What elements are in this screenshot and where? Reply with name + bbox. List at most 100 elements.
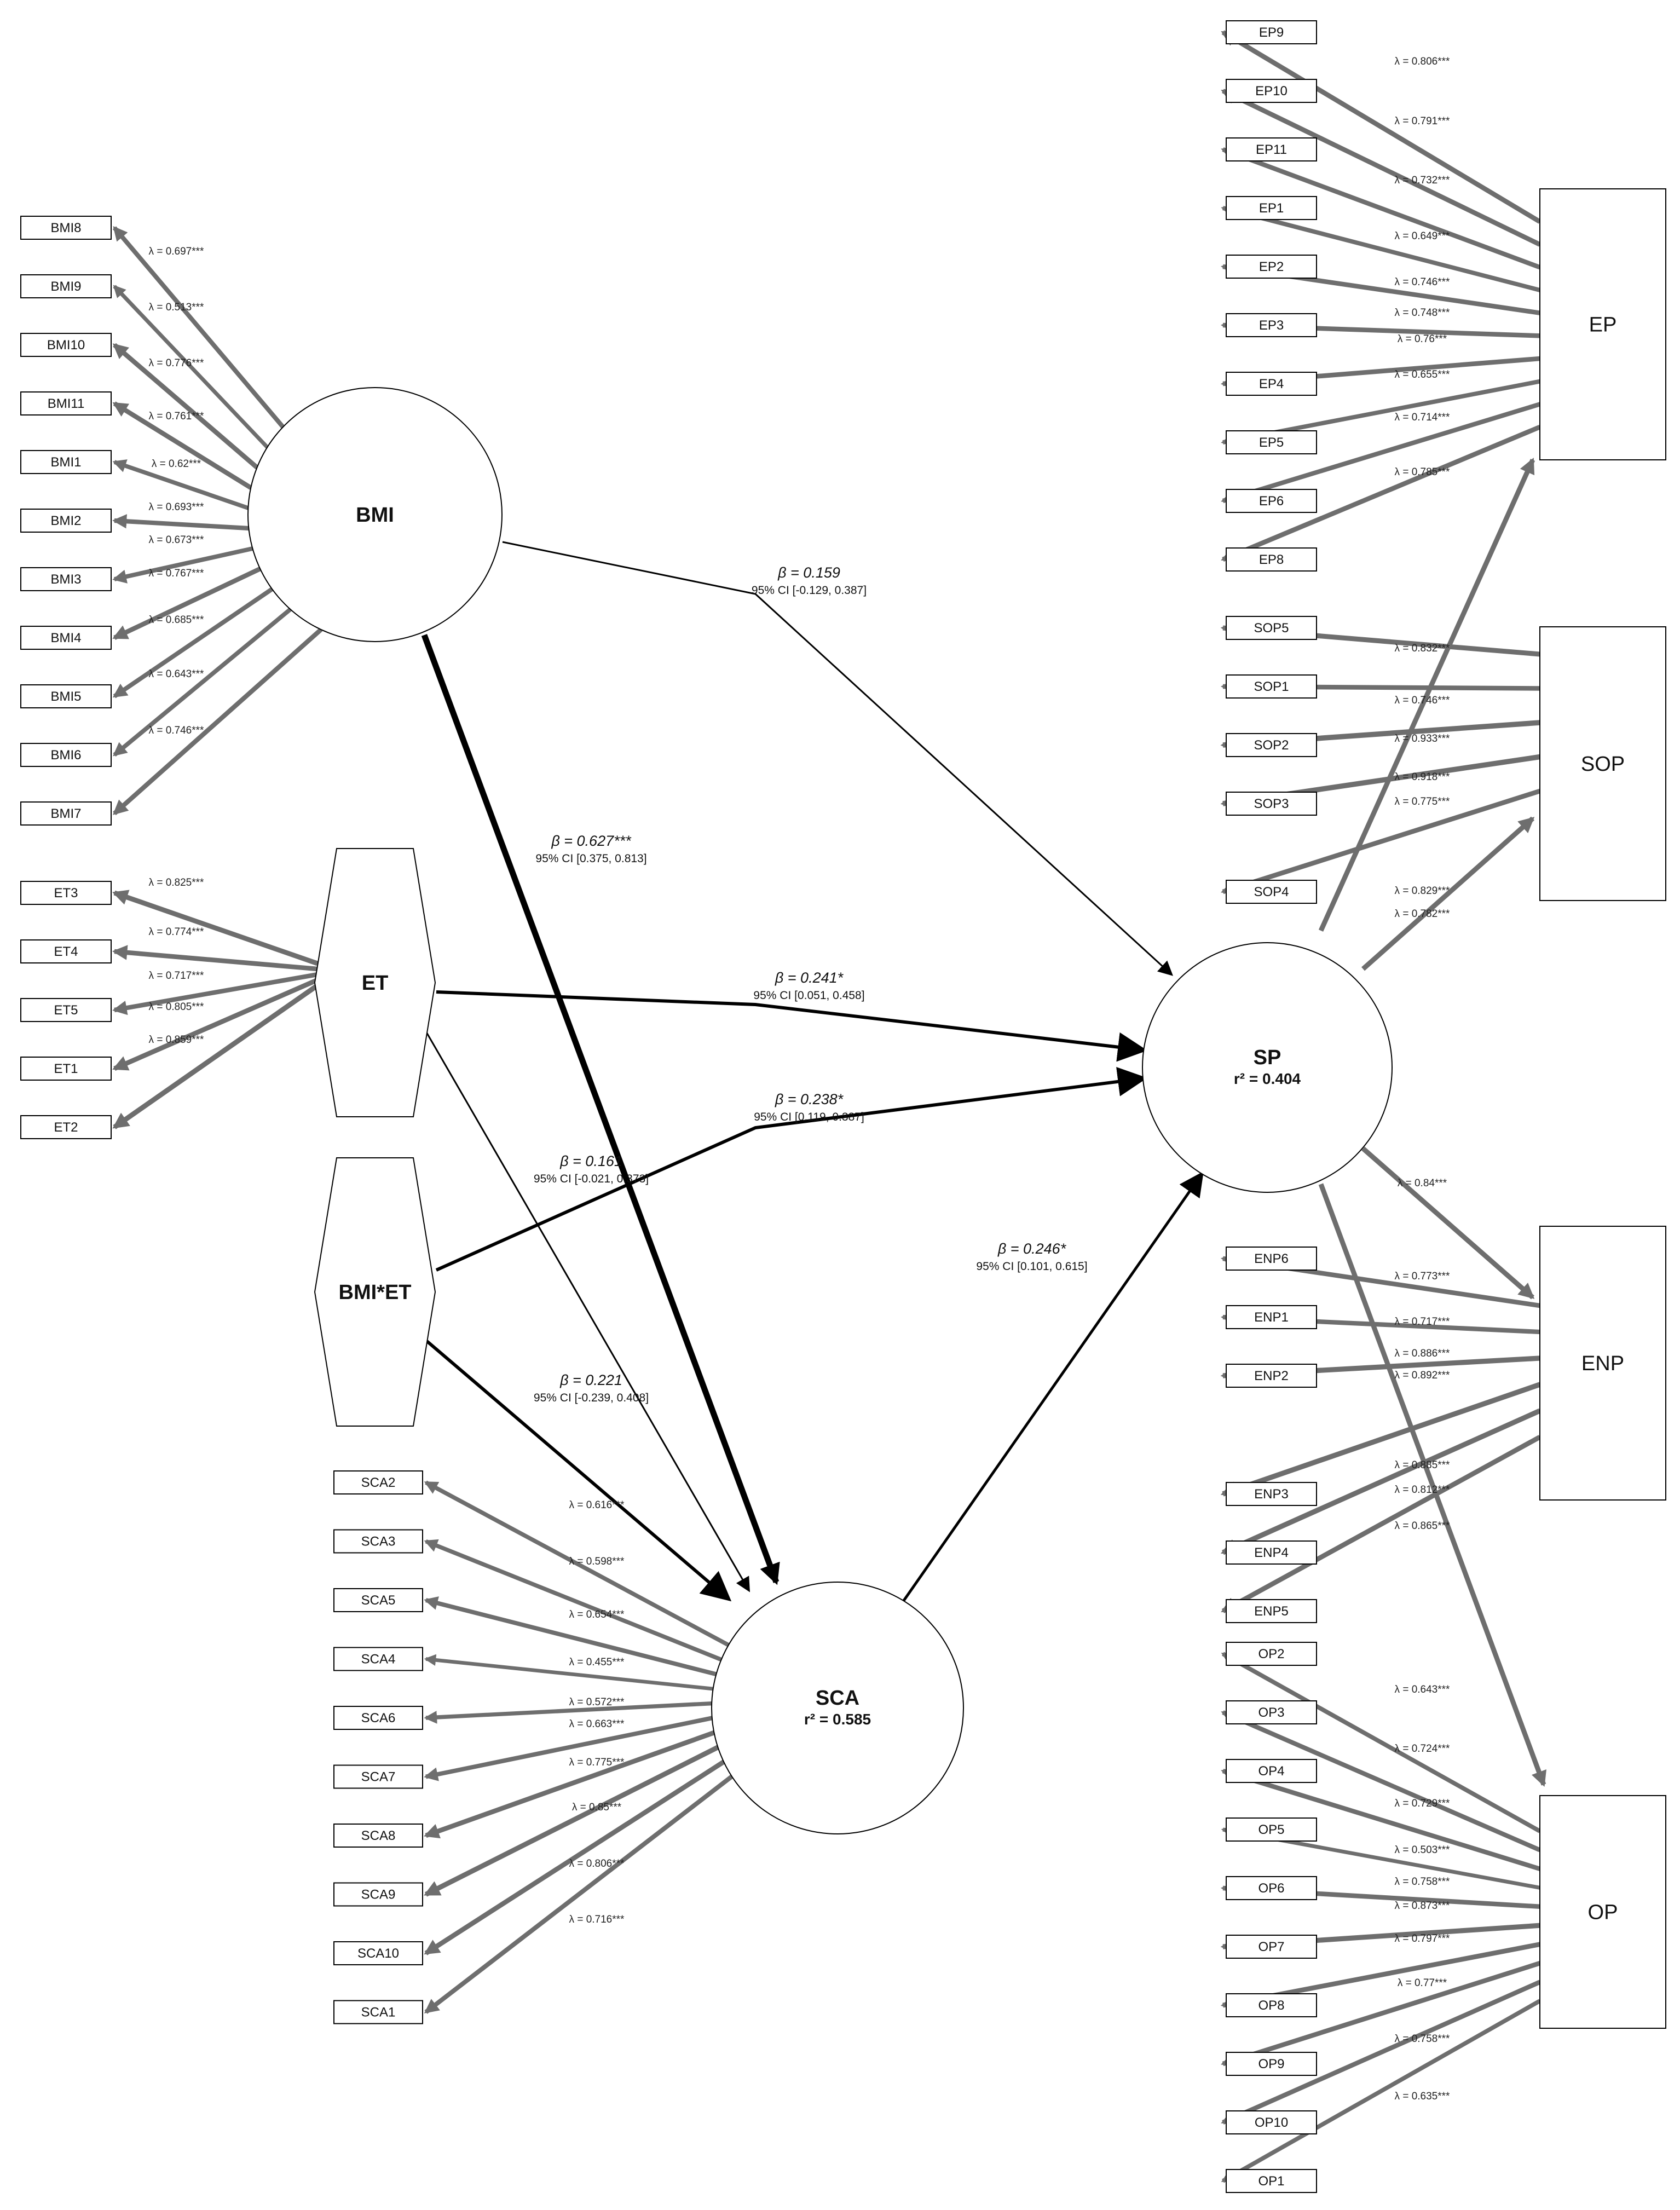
indicator-label-et1: ET1 bbox=[54, 1061, 78, 1076]
loading-arrow-enp5 bbox=[1221, 1435, 1542, 1613]
indicator-label-sop3: SOP3 bbox=[1254, 797, 1289, 811]
loading-label-bmi6: λ = 0.643*** bbox=[149, 668, 204, 680]
loading-label-enp1: λ = 0.717*** bbox=[1395, 1316, 1450, 1328]
construct-ep-label: EP bbox=[1589, 314, 1617, 337]
loading-label-sca9: λ = 0.85*** bbox=[572, 1802, 622, 1813]
loading-label-ep1: λ = 0.649*** bbox=[1395, 230, 1450, 242]
indicator-label-op6: OP6 bbox=[1258, 1881, 1284, 1896]
indicator-label-op1: OP1 bbox=[1258, 2174, 1284, 2189]
indicator-box-sop3 bbox=[1226, 792, 1317, 816]
construct-sca-r2: r² = 0.585 bbox=[804, 1711, 871, 1728]
indicator-box-bmi9 bbox=[20, 274, 112, 298]
loading-arrow-sop4 bbox=[1221, 788, 1541, 896]
node-layer bbox=[20, 20, 1666, 2193]
indicator-label-ep8: EP8 bbox=[1259, 552, 1284, 567]
indicator-box-op10 bbox=[1226, 2110, 1317, 2134]
indicator-box-enp6 bbox=[1226, 1247, 1317, 1271]
path-arrow-et-sp bbox=[436, 990, 1148, 1062]
loading-label-sop5: λ = 0.832*** bbox=[1395, 643, 1450, 654]
indicator-box-bmi8 bbox=[20, 216, 112, 240]
loading-arrow-bmi11 bbox=[112, 401, 252, 490]
loading-arrow-bmi10 bbox=[112, 343, 259, 470]
path-ci-bmi-sp: 95% CI [-0.129, 0.387] bbox=[752, 584, 867, 597]
loading-label-sca4: λ = 0.455*** bbox=[569, 1657, 625, 1668]
indicator-box-bmi5 bbox=[20, 684, 112, 708]
path-beta-et-sca: β = 0.161 bbox=[559, 1153, 622, 1169]
loading-label-sca8: λ = 0.775*** bbox=[569, 1757, 625, 1768]
loading-label-sca2: λ = 0.616*** bbox=[569, 1499, 625, 1511]
indicator-label-enp5: ENP5 bbox=[1254, 1604, 1289, 1619]
indicator-label-sca1: SCA1 bbox=[361, 2005, 396, 2020]
indicator-box-bmi7 bbox=[20, 801, 112, 826]
indicator-label-enp4: ENP4 bbox=[1254, 1545, 1289, 1560]
second-order-arrow-ep bbox=[1318, 458, 1535, 932]
construct-op-label: OP bbox=[1588, 1901, 1618, 1924]
path-arrow-bmi-sca bbox=[421, 634, 780, 1585]
loading-label-op2: λ = 0.643*** bbox=[1395, 1684, 1450, 1695]
indicator-label-bmi4: BMI4 bbox=[50, 631, 81, 645]
indicator-label-ep1: EP1 bbox=[1259, 201, 1284, 216]
indicator-label-op4: OP4 bbox=[1258, 1764, 1284, 1779]
loading-label-sop1: λ = 0.746*** bbox=[1395, 695, 1450, 706]
indicator-box-op1 bbox=[1226, 2169, 1317, 2193]
indicator-label-bmi7: BMI7 bbox=[50, 806, 81, 821]
loading-arrow-bmi8 bbox=[112, 226, 285, 429]
path-beta-bmiet-sca: β = 0.221 bbox=[559, 1372, 622, 1388]
indicator-label-bmi8: BMI8 bbox=[50, 221, 81, 235]
construct-sca-label: SCA bbox=[816, 1687, 859, 1710]
indicator-box-sca7 bbox=[333, 1764, 423, 1789]
loading-arrow-op4 bbox=[1221, 1767, 1541, 1871]
indicator-box-sop2 bbox=[1226, 733, 1317, 757]
indicator-label-enp1: ENP1 bbox=[1254, 1310, 1289, 1325]
indicator-label-ep2: EP2 bbox=[1259, 259, 1284, 274]
loading-label-ep4: λ = 0.76*** bbox=[1398, 333, 1447, 345]
loading-label-ep2: λ = 0.746*** bbox=[1395, 276, 1450, 288]
indicator-box-enp4 bbox=[1226, 1540, 1317, 1565]
indicator-label-sca4: SCA4 bbox=[361, 1652, 396, 1667]
loading-label-op5: λ = 0.503*** bbox=[1395, 1844, 1450, 1856]
loading-label-bmi2: λ = 0.693*** bbox=[149, 501, 204, 513]
loading-label-bmi3: λ = 0.673*** bbox=[149, 534, 204, 546]
loading-arrow-op10 bbox=[1221, 1980, 1541, 2125]
indicator-label-sca5: SCA5 bbox=[361, 1593, 396, 1608]
loading-arrow-op1 bbox=[1221, 1999, 1541, 2183]
loading-label-op7: λ = 0.873*** bbox=[1395, 1900, 1450, 1912]
indicator-label-bmi5: BMI5 bbox=[50, 689, 81, 704]
indicator-label-op2: OP2 bbox=[1258, 1647, 1284, 1661]
indicator-label-sca6: SCA6 bbox=[361, 1711, 396, 1726]
path-ci-bmi-sca: 95% CI [0.375, 0.813] bbox=[535, 852, 646, 865]
loading-arrow-bmi6 bbox=[113, 607, 292, 757]
indicator-box-et1 bbox=[20, 1057, 112, 1081]
indicator-label-ep11: EP11 bbox=[1256, 142, 1287, 157]
loading-label-op3: λ = 0.724*** bbox=[1395, 1743, 1450, 1755]
indicator-box-sop1 bbox=[1226, 674, 1317, 699]
loading-arrow-ep1 bbox=[1221, 204, 1540, 292]
path-beta-bmi-sp: β = 0.159 bbox=[777, 564, 840, 581]
loading-label-ep8: λ = 0.785*** bbox=[1395, 466, 1450, 478]
loading-label-ep9: λ = 0.806*** bbox=[1395, 56, 1450, 67]
loading-label-bmi9: λ = 0.513*** bbox=[149, 302, 204, 313]
indicator-label-ep5: EP5 bbox=[1259, 435, 1284, 450]
indicator-box-sca8 bbox=[333, 1824, 423, 1848]
indicator-label-bmi6: BMI6 bbox=[50, 748, 81, 763]
indicator-box-et3 bbox=[20, 881, 112, 905]
loading-label-enp3: λ = 0.892*** bbox=[1395, 1370, 1450, 1381]
indicator-box-ep9 bbox=[1226, 20, 1317, 44]
loading-arrow-op3 bbox=[1221, 1710, 1541, 1853]
indicator-label-enp2: ENP2 bbox=[1254, 1369, 1289, 1383]
indicator-label-bmi9: BMI9 bbox=[50, 279, 81, 294]
loading-label-bmi1: λ = 0.62*** bbox=[152, 458, 201, 470]
indicator-label-et4: ET4 bbox=[54, 944, 78, 959]
indicator-box-op9 bbox=[1226, 2052, 1317, 2076]
loading-arrow-et4 bbox=[112, 945, 318, 972]
loading-arrow-bmi5 bbox=[112, 587, 274, 699]
indicator-box-bmi4 bbox=[20, 626, 112, 650]
loading-arrow-et2 bbox=[112, 983, 319, 1129]
construct-enp-box bbox=[1539, 1226, 1666, 1501]
loading-label-op1: λ = 0.635*** bbox=[1395, 2091, 1450, 2102]
path-ci-sca-sp: 95% CI [0.101, 0.615] bbox=[976, 1260, 1087, 1273]
construct-op-box bbox=[1539, 1795, 1666, 2029]
second-order-loading-sop: λ = 0.782*** bbox=[1395, 908, 1450, 920]
loading-arrow-et5 bbox=[112, 972, 318, 1015]
